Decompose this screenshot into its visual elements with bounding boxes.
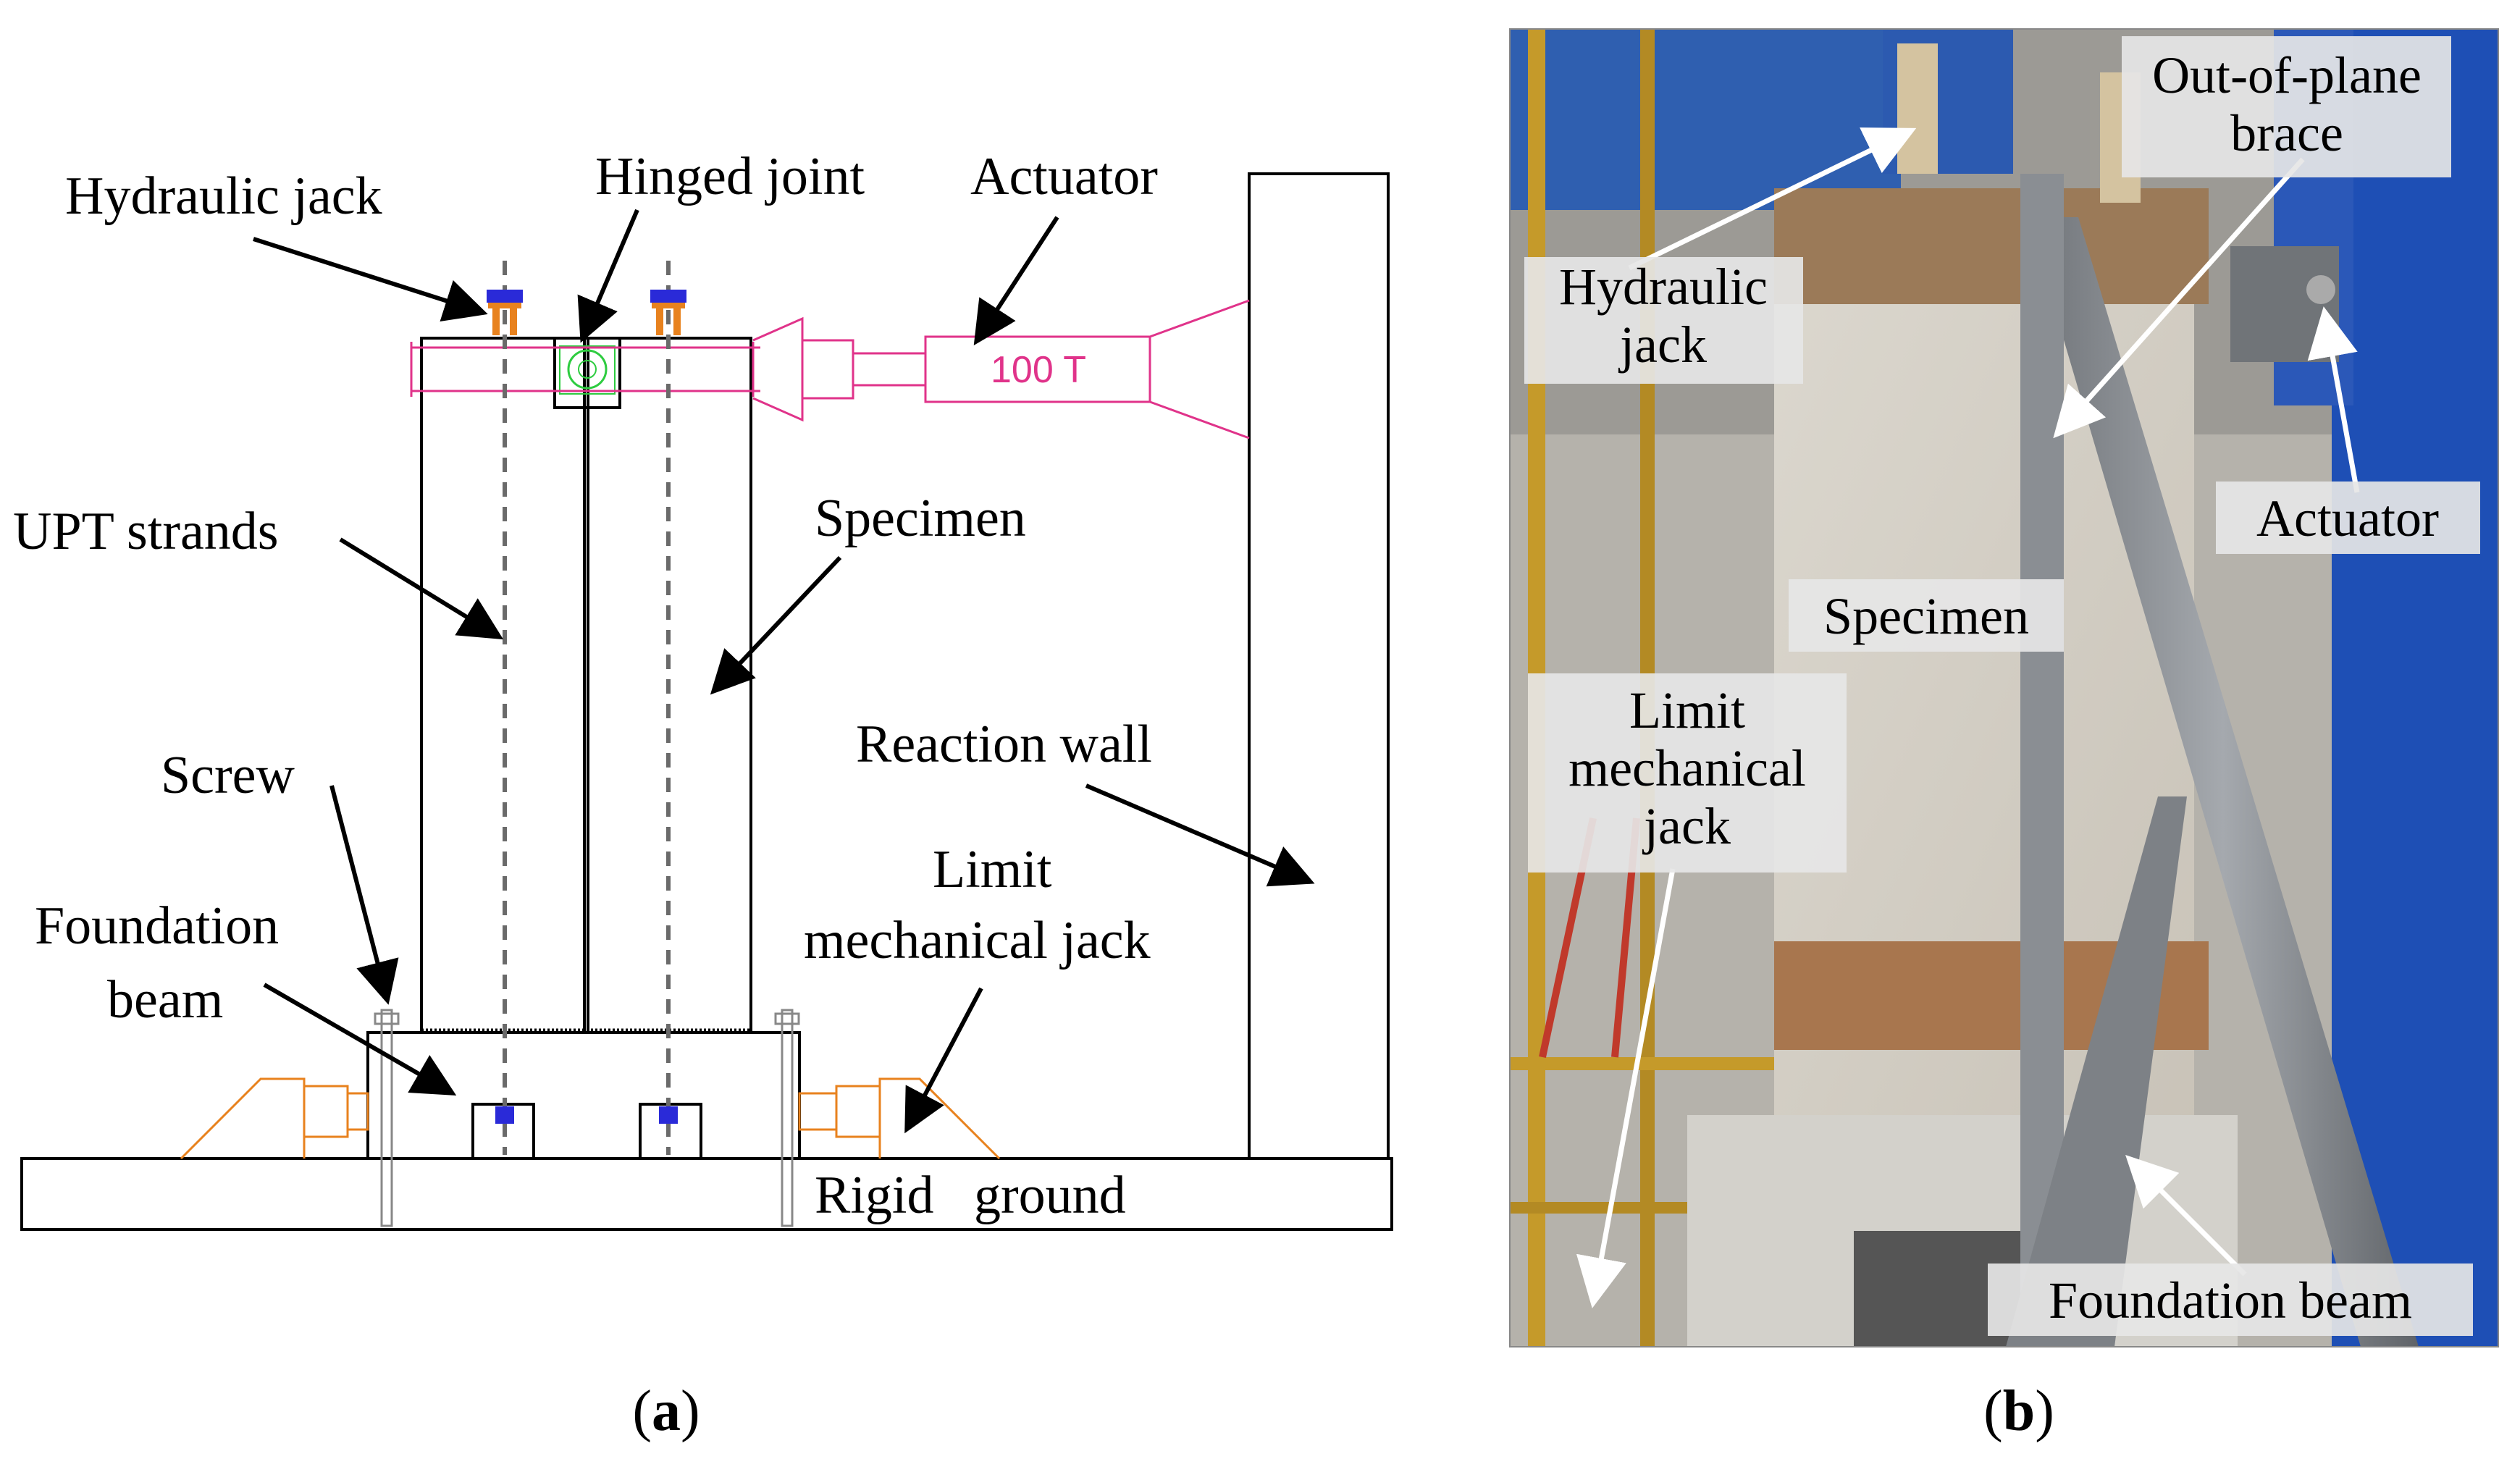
panel-b-photo: Out-of-plane brace Hydraulic jack Actuat… (1509, 28, 2499, 1443)
photo-label-box-hydraulic-jack (1524, 257, 1803, 384)
arrow-foundation-beam (263, 983, 457, 1096)
reaction-wall (1248, 172, 1390, 1160)
limit-jack-left (180, 1077, 369, 1160)
photo-label-box-actuator (2216, 482, 2480, 554)
arrow-upt-strands (339, 537, 504, 640)
arrow-specimen (710, 555, 842, 695)
photo-arrow-out-of-plane (2053, 157, 2305, 439)
strand-anchor-left (495, 1106, 514, 1124)
photo-label-out-of-plane-line1: Out-of-plane (2152, 46, 2422, 104)
hinge-pin (559, 345, 616, 395)
blue-frame-right (2332, 29, 2498, 1347)
label-foundation-beam-line2: beam (107, 970, 223, 1030)
photo-label-box-out-of-plane (2122, 36, 2451, 177)
label-rigid-ground: Rigid ground (815, 1166, 1126, 1225)
photo-arrow-limit-jack (1576, 868, 1676, 1308)
label-foundation-beam-line1: Foundation (35, 896, 279, 956)
photo-label-foundation-beam: Foundation beam (2049, 1271, 2412, 1329)
hydraulic-jack-left (487, 290, 523, 335)
arrow-screw (329, 785, 399, 1005)
foundation-beam (366, 1031, 801, 1160)
label-limit-jack-line1: Limit (933, 840, 1052, 899)
photo-label-limit-line3: jack (1642, 797, 1731, 855)
label-hinged-joint: Hinged joint (595, 147, 865, 206)
label-specimen: Specimen (815, 489, 1026, 548)
label-limit-jack-line2: mechanical jack (804, 911, 1151, 970)
panel-a-schematic: Hydraulic jack Hinged joint Actuator UPT… (13, 147, 1393, 1443)
limit-jack-right (798, 1077, 1001, 1160)
label-hydraulic-jack: Hydraulic jack (65, 167, 382, 226)
loading-beam (410, 342, 760, 397)
photo-label-limit-line2: mechanical (1568, 739, 1806, 797)
photo-arrow-actuator (2307, 306, 2360, 493)
photo-frame (1509, 28, 2499, 1347)
photo-label-hydraulic-jack-line2: jack (1618, 316, 1707, 374)
photo-label-hydraulic-jack-line1: Hydraulic (1559, 258, 1768, 316)
photo-out-of-plane-brace (2028, 217, 2419, 1347)
label-reaction-wall: Reaction wall (856, 715, 1152, 774)
actuator (752, 299, 1250, 440)
photo-label-out-of-plane-line2: brace (2230, 104, 2343, 162)
caption-b: (b) (1983, 1379, 2054, 1443)
photo-label-box-foundation-beam (1988, 1264, 2473, 1336)
photo-label-box-specimen (1789, 579, 2064, 652)
photo-label-limit-line1: Limit (1629, 681, 1745, 739)
photo-actuator (2230, 246, 2339, 362)
photo-arrow-hydraulic-jack (1628, 127, 1917, 271)
label-actuator-capacity: 100 T (991, 349, 1086, 391)
photo-label-box-limit-jack (1528, 673, 1847, 873)
label-upt-strands: UPT strands (13, 502, 279, 561)
caption-a: (a) (632, 1379, 700, 1443)
arrow-hinged-joint (577, 209, 639, 343)
photo-hydraulic-jack-left (1897, 43, 1938, 174)
arrow-hydraulic-jack (253, 237, 488, 322)
rigid-ground (20, 1157, 1393, 1231)
arrow-reaction-wall (1085, 783, 1315, 887)
photo-label-specimen: Specimen (1823, 587, 2029, 645)
screw-right (774, 1009, 800, 1227)
arrow-actuator (973, 216, 1059, 346)
label-actuator: Actuator (970, 147, 1158, 206)
arrow-limit-jack (904, 987, 983, 1134)
strand-anchor-right (659, 1106, 678, 1124)
hydraulic-jack-right (650, 290, 686, 335)
label-screw: Screw (161, 746, 295, 805)
photo-arrow-foundation-beam (2125, 1155, 2247, 1277)
screw-left (374, 1009, 400, 1227)
blue-frame-top (1510, 29, 1901, 210)
photo-label-actuator: Actuator (2256, 489, 2439, 547)
